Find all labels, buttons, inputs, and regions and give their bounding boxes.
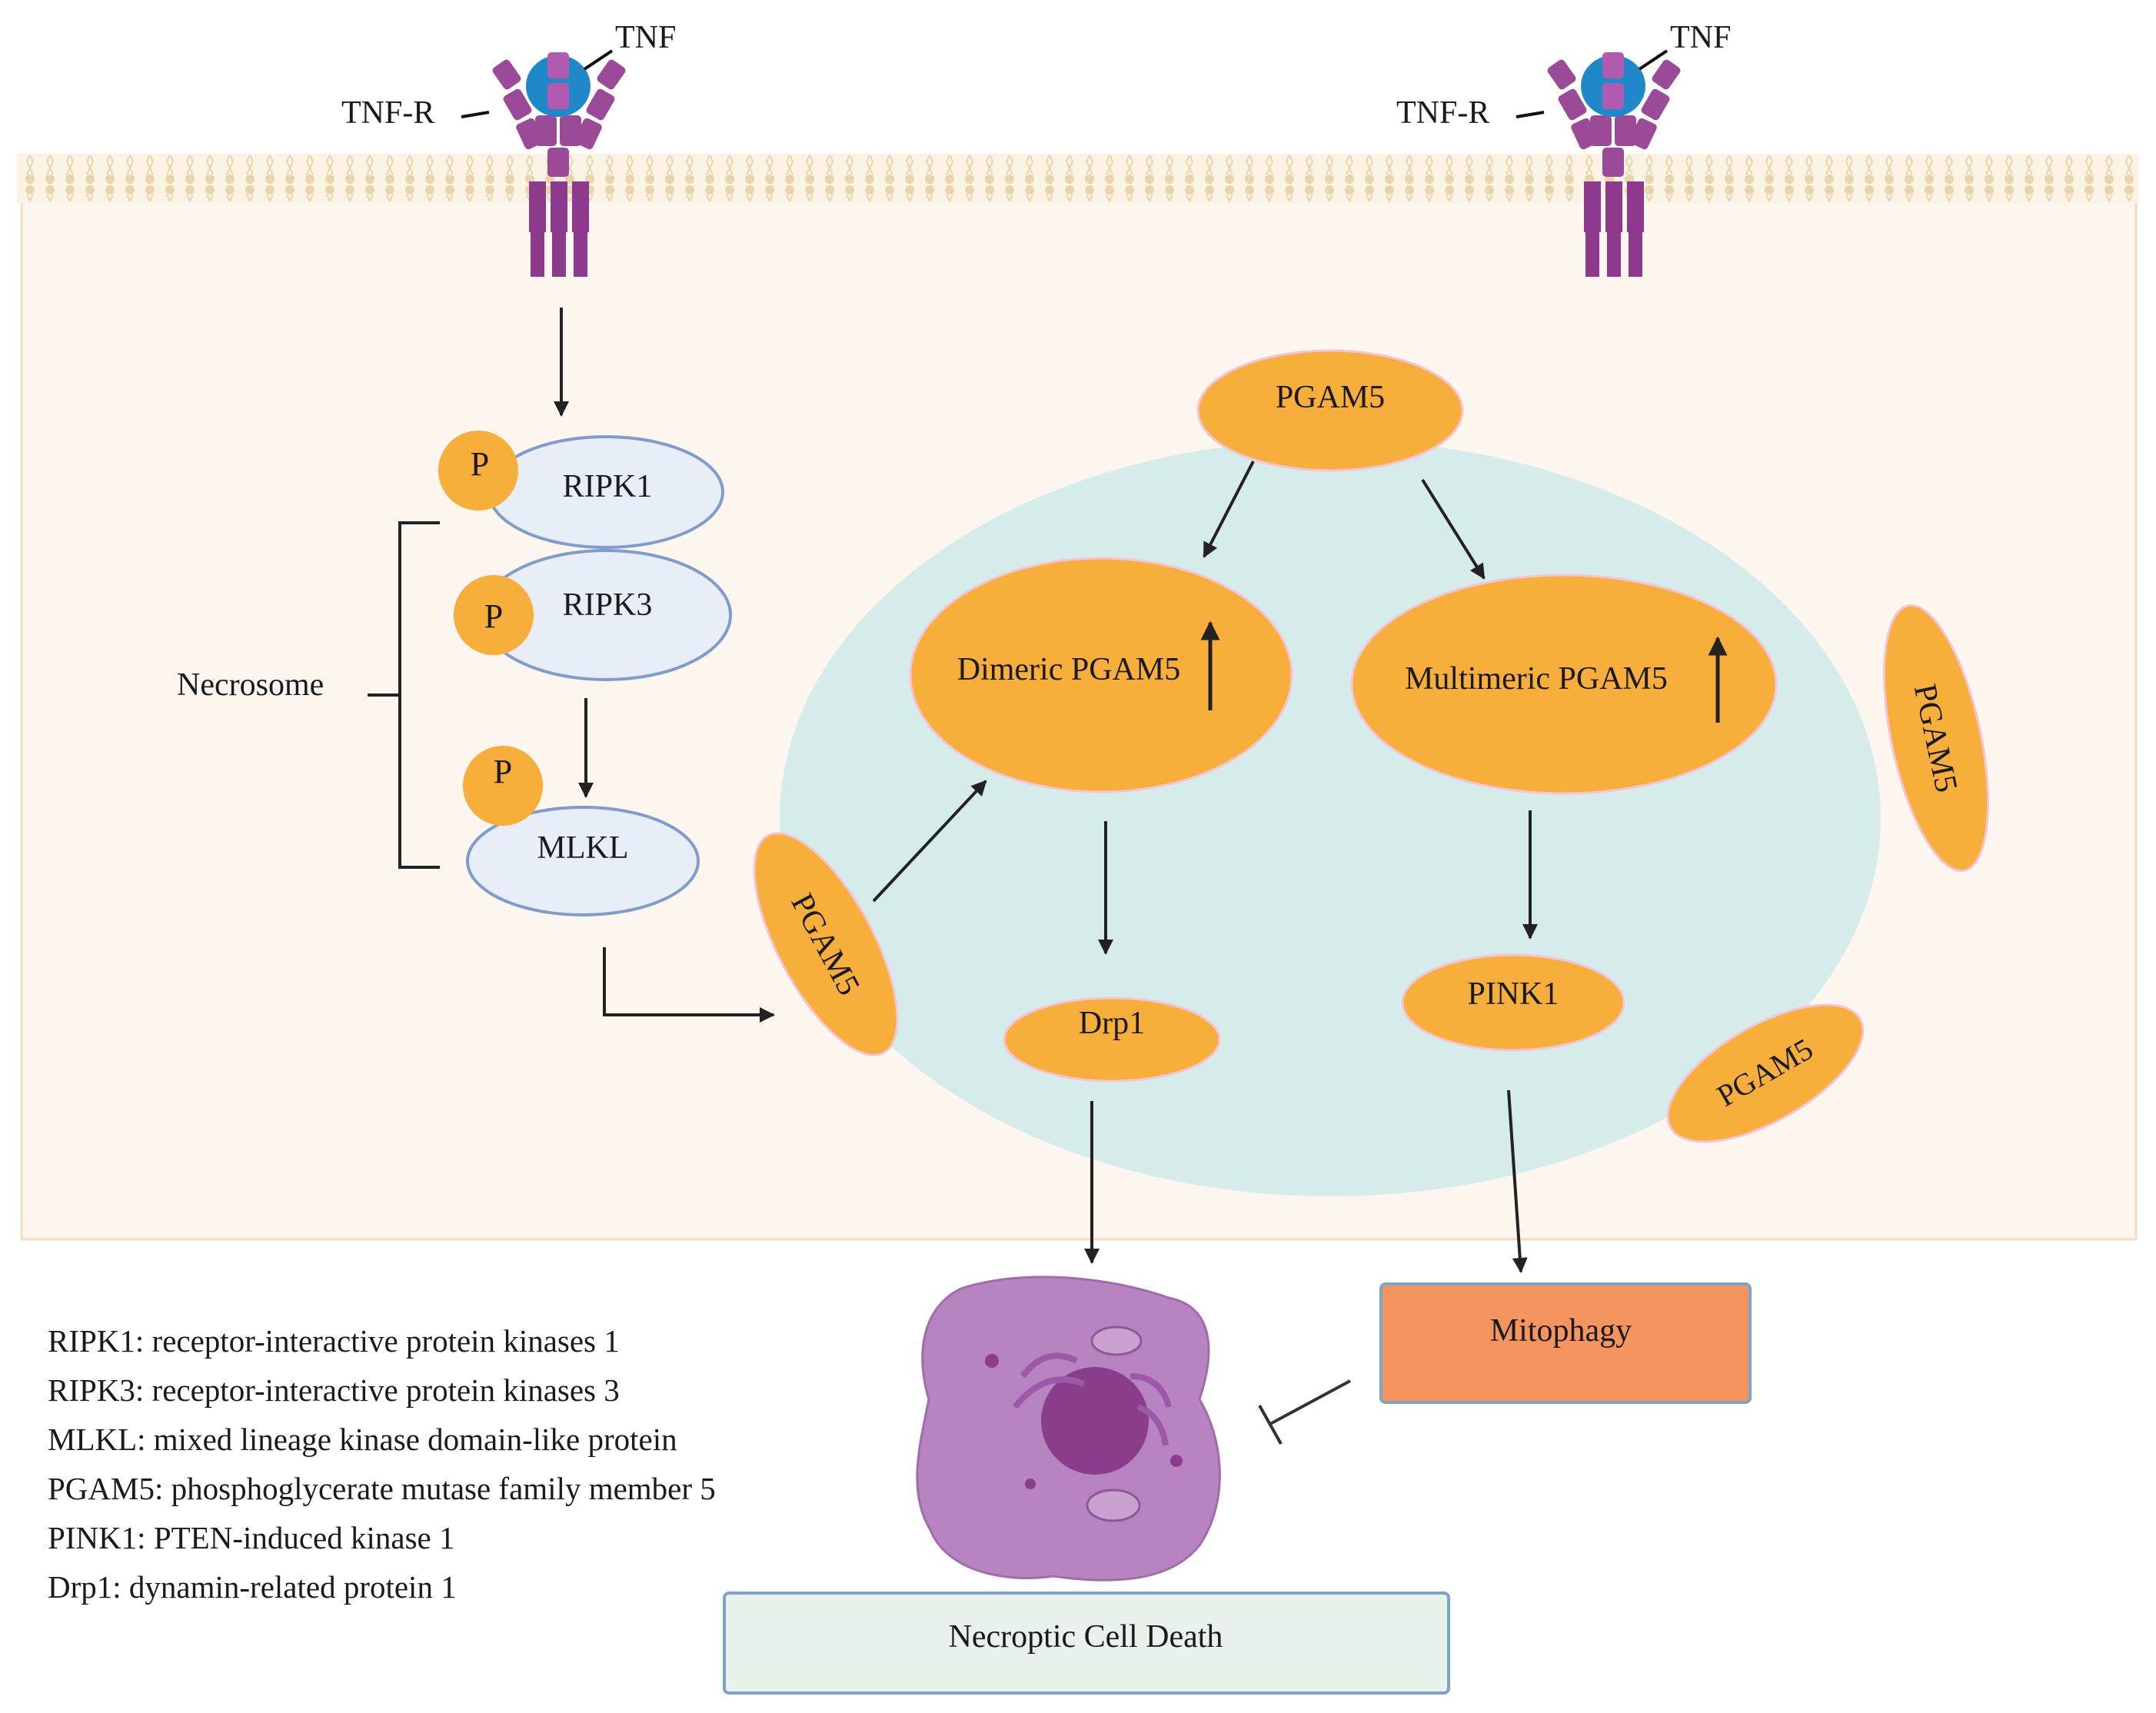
arrow-mlkl-to-pgam5 — [603, 947, 775, 1023]
mlkl-node — [466, 806, 700, 916]
cell-membrane — [17, 154, 2139, 203]
phospho-mlkl-label: P — [494, 753, 512, 790]
necrosome-label: Necrosome — [177, 667, 324, 703]
phospho-ripk1-label: P — [471, 445, 489, 483]
abbreviation-legend: RIPK1: receptor-interactive protein kina… — [48, 1316, 909, 1612]
pink1-label: PINK1 — [1467, 976, 1559, 1012]
tnf-label-left: TNF — [615, 20, 676, 55]
mitophagy-label: Mitophagy — [1490, 1313, 1632, 1349]
multimeric-pgam5-label: Multimeric PGAM5 — [1405, 661, 1668, 697]
pgam5-left — [753, 832, 899, 1056]
drp1-node — [1003, 996, 1221, 1083]
legend-item: MLKL: mixed lineage kinase domain-like p… — [48, 1422, 677, 1457]
legend-item: RIPK1: receptor-interactive protein kina… — [48, 1323, 620, 1359]
legend-item: RIPK3: receptor-interactive protein kina… — [48, 1372, 620, 1408]
pgam5-top-label: PGAM5 — [1276, 380, 1385, 415]
legend-item: PINK1: PTEN-induced kinase 1 — [48, 1520, 455, 1555]
dimeric-pgam5 — [909, 557, 1293, 793]
necroptic-cell-death-label: Necroptic Cell Death — [949, 1619, 1223, 1655]
tnf-receptor-left — [461, 49, 626, 277]
tnf-r-label-left: TNF-R — [341, 95, 434, 131]
necrosome-bracket — [368, 521, 440, 869]
necroptic-cell-death-box — [723, 1592, 1450, 1695]
tnf-r-label-right: TNF-R — [1396, 95, 1489, 131]
legend-item: Drp1: dynamin-related protein 1 — [48, 1569, 457, 1605]
multimeric-pgam5 — [1350, 574, 1778, 795]
mitophagy-box — [1379, 1282, 1752, 1404]
dimeric-pgam5-label: Dimeric PGAM5 — [957, 652, 1180, 687]
phospho-ripk3-label: P — [484, 597, 503, 635]
inhibition-mitophagy-to-cell-death — [1258, 1379, 1351, 1445]
phospho-ripk1 — [438, 431, 518, 511]
pink1-node — [1401, 953, 1625, 1052]
ripk3-label: RIPK3 — [563, 587, 653, 623]
phospho-mlkl — [463, 746, 543, 826]
pgam5-right — [1882, 604, 1990, 873]
phospho-ripk3 — [454, 575, 534, 655]
legend-item: PGAM5: phosphoglycerate mutase family me… — [48, 1471, 716, 1506]
tnf-label-right: TNF — [1670, 20, 1731, 55]
pgam5-bottom — [1666, 1003, 1865, 1143]
pgam5-top — [1196, 349, 1464, 472]
mlkl-label: MLKL — [537, 830, 629, 866]
necroptic-cell-illustration — [916, 1276, 1221, 1582]
ripk1-label: RIPK1 — [563, 469, 653, 504]
arrow-pgam5-to-multimeric — [1421, 478, 1486, 580]
arrow-pgam5-to-dimeric — [1203, 461, 1255, 558]
drp1-label: Drp1 — [1079, 1006, 1145, 1041]
arrow-pgam5-left-to-dimeric — [872, 780, 987, 903]
necrosome — [438, 431, 732, 916]
tnf-receptor-right — [1516, 49, 1681, 277]
arrow-pink1-to-mitophagy — [1507, 1089, 1528, 1273]
